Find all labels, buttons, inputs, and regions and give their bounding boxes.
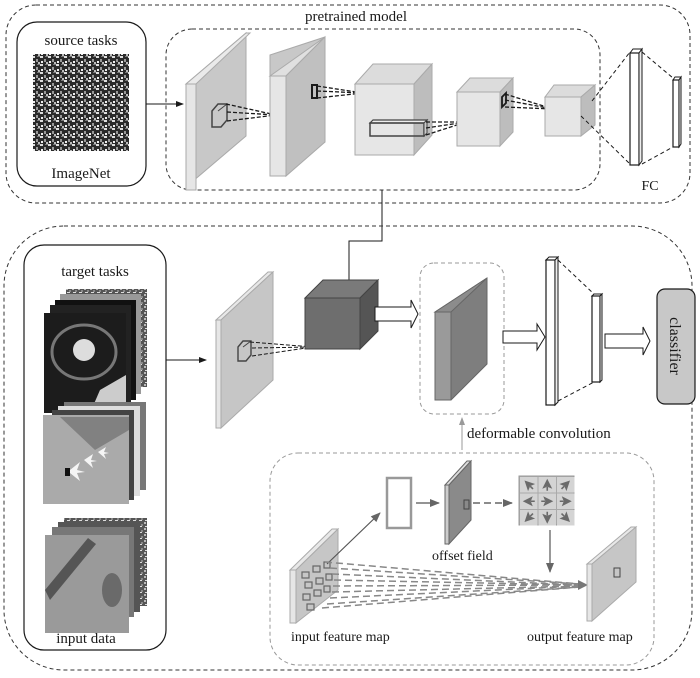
flow-arrow-2 <box>502 322 546 352</box>
target-tasks-box: target tasks <box>23 244 167 651</box>
kernel-patch-icon-2 <box>501 90 507 110</box>
flow-arrow-3 <box>604 326 651 356</box>
classifier-label: classifier <box>666 317 683 375</box>
pretrained-model-label: pretrained model <box>305 9 407 25</box>
fc-layer-1 <box>629 52 640 166</box>
sampling-projection-lines <box>321 561 581 609</box>
fc-layer-2 <box>672 79 680 148</box>
fc-label: FC <box>641 179 658 194</box>
input-to-conv-arrow <box>326 512 381 565</box>
conv-layer-5-cube <box>544 83 597 138</box>
output-patch-icon <box>613 567 621 578</box>
target-image-stack-2 <box>43 402 146 504</box>
conv-layer-4-cube <box>455 76 515 148</box>
deformable-convolution-box <box>419 262 505 415</box>
pretrained-outer-border <box>5 4 691 204</box>
deformable-detail-panel <box>269 452 655 666</box>
imagenet-image <box>33 54 129 151</box>
offset-arrow-grid <box>518 475 575 526</box>
conv-layer-2 <box>268 35 326 178</box>
target-image-stack-3 <box>45 518 147 633</box>
offset-field-label: offset field <box>432 549 493 564</box>
fc-layers-bottom <box>544 255 604 407</box>
offset-up-arrow-icon <box>542 478 553 491</box>
target-tasks-title: target tasks <box>61 264 129 280</box>
offset-down-arrow-icon <box>542 511 553 524</box>
deformable-conv-layer <box>433 277 488 401</box>
offset-right-arrow-icon <box>559 496 572 507</box>
classifier-block: classifier <box>656 288 696 405</box>
target-kernel-cube-icon <box>237 340 252 362</box>
receptive-lines-1 <box>225 103 277 122</box>
output-feature-map-label: output feature map <box>527 630 633 645</box>
target-conv-layer <box>214 270 275 430</box>
deformable-convolution-label: deformable convolution <box>467 426 611 442</box>
input-data-caption: input data <box>56 631 116 647</box>
offset-patch-icon <box>463 499 470 510</box>
transfer-weights-arrow <box>346 190 383 309</box>
source-tasks-box: source tasks ImageNet <box>16 21 147 187</box>
target-image-stack-1 <box>44 289 147 413</box>
target-outer-border <box>3 225 693 671</box>
fc-layers-top: FC <box>580 47 682 194</box>
conv-layer-1 <box>184 31 252 191</box>
input-feature-map <box>288 527 340 625</box>
conv-layers-border <box>165 28 601 191</box>
target-receptive-lines <box>249 341 314 357</box>
offset-right-arrow-icon <box>541 496 554 507</box>
target-fc-layer-1 <box>545 259 556 406</box>
pretrained-model-group: pretrained model <box>5 4 691 204</box>
flow-arrow-1 <box>374 299 419 329</box>
offset-conv-block <box>385 476 413 530</box>
conv-layer-3-cube <box>353 62 434 157</box>
transferred-feature-cube <box>303 278 380 351</box>
output-feature-map <box>585 525 638 623</box>
source-tasks-title: source tasks <box>45 33 118 49</box>
target-fc-layer-2 <box>591 295 601 383</box>
projection-arrowhead <box>578 580 588 590</box>
input-feature-map-label: input feature map <box>291 630 390 645</box>
offset-field-map <box>443 459 473 546</box>
receptive-lines-4 <box>504 93 554 110</box>
imagenet-caption: ImageNet <box>51 166 111 182</box>
kernel-cube-icon <box>211 103 228 128</box>
offset-left-arrow-icon <box>522 496 535 507</box>
